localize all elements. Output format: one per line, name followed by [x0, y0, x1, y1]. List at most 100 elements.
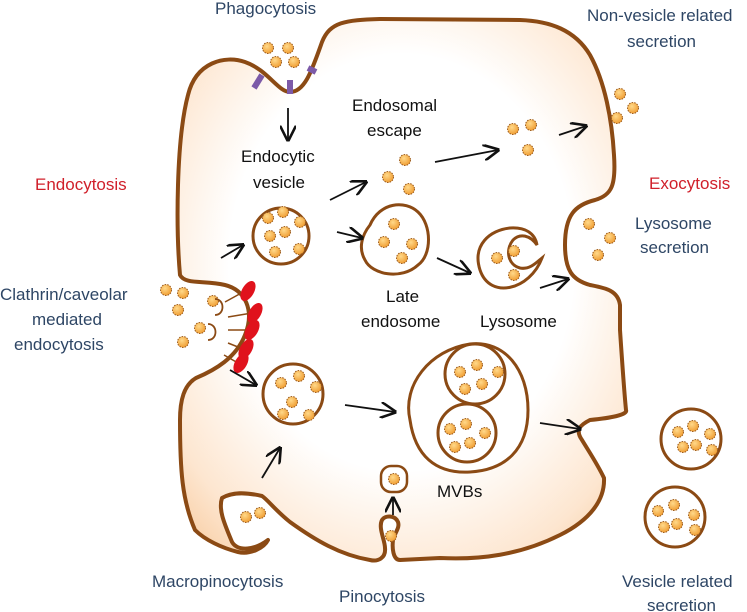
phagocytosis-label: Phagocytosis: [215, 0, 316, 18]
nanoparticle: [688, 509, 700, 521]
endosomal-escape-label-line2: escape: [367, 121, 422, 140]
endocytosis-title: Endocytosis: [35, 175, 127, 194]
lysosome-label: Lysosome: [480, 312, 557, 331]
receptor-cup: [214, 298, 224, 316]
nanoparticle: [652, 505, 664, 517]
nanoparticle: [177, 336, 189, 348]
nanoparticle: [476, 378, 488, 390]
arrow-escape-to-cytosol: [434, 150, 498, 163]
nanoparticle: [385, 530, 397, 542]
organelles: [251, 203, 723, 549]
vesicle-secretion-label-line2: secretion: [647, 596, 716, 612]
nanoparticle: [388, 473, 400, 485]
vesicle-secretion-label-line1: Vesicle related: [622, 572, 733, 591]
nanoparticle: [672, 426, 684, 438]
nanoparticle: [690, 439, 702, 451]
pinocytosis-label: Pinocytosis: [339, 587, 425, 606]
clathrin-stalk: [227, 312, 253, 318]
nanoparticle: [240, 511, 252, 523]
nanoparticle: [687, 420, 699, 432]
arrow-macropino-to-vesicle: [261, 448, 280, 479]
nanoparticle: [277, 206, 289, 218]
late-endosome: [359, 203, 430, 276]
non-vesicle-label-line1: Non-vesicle related: [587, 6, 733, 25]
nanoparticle: [689, 524, 701, 536]
nanoparticle: [194, 322, 206, 334]
receptors: [207, 65, 318, 373]
nanoparticle: [406, 238, 418, 250]
late-endosome-label-line1: Late: [386, 287, 419, 306]
nanoparticle: [604, 232, 616, 244]
nanoparticle: [471, 359, 483, 371]
phagocytosis-receptor: [251, 73, 265, 90]
non-vesicle-label-line2: secretion: [627, 32, 696, 51]
nanoparticle: [459, 383, 471, 395]
nanoparticle: [310, 381, 322, 393]
nanoparticle: [286, 396, 298, 408]
nanoparticle: [254, 507, 266, 519]
arrow-vesicle-to-mvb: [344, 405, 395, 412]
nanoparticle: [207, 295, 219, 307]
nanoparticle: [378, 236, 390, 248]
exocytosis-title: Exocytosis: [649, 174, 730, 193]
nanoparticle: [382, 171, 394, 183]
nanoparticle: [264, 230, 276, 242]
nanoparticle: [275, 377, 287, 389]
nanoparticle: [177, 287, 189, 299]
receptor-cup: [207, 323, 217, 341]
endocytic-vesicle-label-line1: Endocytic: [241, 147, 315, 166]
nanoparticle: [592, 249, 604, 261]
clathrin-coat-protein: [240, 281, 256, 301]
nanoparticle: [611, 112, 623, 124]
nanoparticle: [525, 119, 537, 131]
nanoparticle: [444, 423, 456, 435]
arrow-to-endosomal-escape: [329, 182, 366, 201]
clathrin-label-line1: Clathrin/caveolar: [0, 285, 128, 304]
nanoparticle: [668, 499, 680, 511]
macropinocytosis-label: Macropinocytosis: [152, 572, 283, 591]
nanoparticle: [294, 216, 306, 228]
arrow-clathrin-to-vesicle: [220, 245, 243, 258]
nanoparticle: [282, 42, 294, 54]
arrow-vesicle-to-late-endosome: [336, 232, 362, 238]
particles: [160, 42, 718, 542]
arrow-mvb-to-membrane: [539, 423, 580, 429]
arrow-lysosome-to-membrane: [539, 279, 568, 288]
nanoparticle: [706, 444, 718, 456]
endocytic-vesicle-label-line2: vesicle: [253, 173, 305, 192]
lysosome-secretion-label-line2: secretion: [640, 238, 709, 257]
nanoparticle: [614, 88, 626, 100]
nanoparticle: [160, 284, 172, 296]
nanoparticle: [388, 218, 400, 230]
nanoparticle: [454, 366, 466, 378]
nanoparticle: [303, 409, 315, 421]
clathrin-label-line2: mediated: [32, 310, 102, 329]
arrow-clathrin-to-macropinosome: [229, 369, 256, 385]
nanoparticle: [270, 56, 282, 68]
clathrin-coat-protein: [247, 303, 263, 323]
nanoparticle: [658, 521, 670, 533]
clathrin-coat-protein: [244, 320, 260, 340]
arrows: [220, 108, 586, 515]
nanoparticle: [492, 366, 504, 378]
nanoparticle: [460, 418, 472, 430]
arrow-late-endosome-to-lysosome: [436, 257, 470, 273]
nanoparticle: [403, 183, 415, 195]
nanoparticle: [277, 408, 289, 420]
nanoparticle: [279, 226, 291, 238]
nanoparticle: [522, 144, 534, 156]
clathrin-label-line3: endocytosis: [14, 335, 104, 354]
phagocytosis-receptor: [306, 65, 318, 75]
secreted-vesicle-top: [659, 407, 723, 471]
mvbs-label: MVBs: [437, 482, 482, 501]
lysosome-secretion-label-line1: Lysosome: [635, 214, 712, 233]
nanoparticle: [399, 154, 411, 166]
nanoparticle: [288, 56, 300, 68]
nanoparticle: [491, 252, 503, 264]
late-endosome-label-line2: endosome: [361, 312, 440, 331]
clathrin-coat-protein: [233, 353, 249, 373]
nanoparticle: [671, 518, 683, 530]
nanoparticle: [449, 441, 461, 453]
nanoparticle: [479, 427, 491, 439]
